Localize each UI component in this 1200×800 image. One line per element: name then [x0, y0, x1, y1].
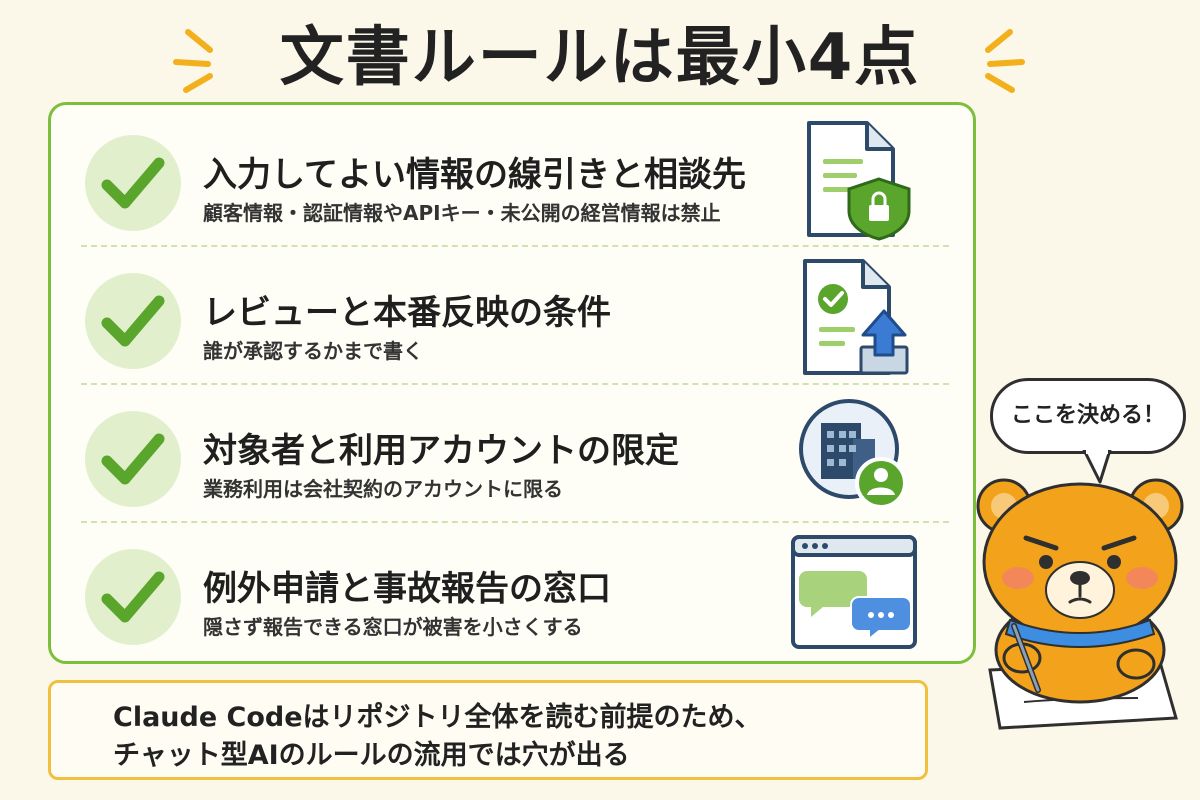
bubble-tail: [1082, 450, 1112, 484]
rule-desc: 誰が承認するかまで書く: [203, 339, 423, 363]
document-approve-upload-icon: [803, 259, 909, 375]
rule-title: 入力してよい情報の線引きと相談先: [203, 155, 746, 195]
rule-item-3: 対象者と利用アカウントの限定 業務利用は会社契約のアカウントに限る: [51, 385, 973, 523]
rule-title: 例外申請と事故報告の窓口: [203, 569, 611, 609]
spark-left-icon: [173, 29, 213, 93]
rule-item-2: レビューと本番反映の条件 誰が承認するかまで書く: [51, 247, 973, 385]
spark-right-icon: [985, 29, 1025, 93]
note-line-2: チャット型AIのルールの流用では穴が出る: [113, 740, 630, 771]
company-user-icon: [799, 399, 907, 509]
rule-item-4: 例外申請と事故報告の窓口 隠さず報告できる窓口が被害を小さくする: [51, 523, 973, 661]
rule-title: レビューと本番反映の条件: [203, 293, 611, 333]
check-icon: [85, 273, 181, 369]
check-icon: [85, 411, 181, 507]
note-box: Claude Codeはリポジトリ全体を読む前提のため、 チャット型AIのルール…: [48, 680, 928, 780]
rule-desc: 隠さず報告できる窓口が被害を小さくする: [203, 615, 583, 639]
check-icon: [85, 549, 181, 645]
rules-panel: 入力してよい情報の線引きと相談先 顧客情報・認証情報やAPIキー・未公開の経営情…: [48, 102, 976, 664]
bear-mascot-icon: [976, 478, 1184, 730]
rule-desc: 業務利用は会社契約のアカウントに限る: [203, 477, 563, 501]
speech-bubble: ここを決める！: [990, 378, 1186, 454]
check-icon: [85, 135, 181, 231]
rule-title: 対象者と利用アカウントの限定: [203, 431, 679, 471]
page-title: 文書ルールは最小4点: [279, 21, 921, 95]
chat-window-icon: [791, 535, 917, 649]
rule-desc: 顧客情報・認証情報やAPIキー・未公開の経営情報は禁止: [203, 201, 721, 225]
note-line-1: Claude Codeはリポジトリ全体を読む前提のため、: [113, 702, 762, 733]
rule-item-1: 入力してよい情報の線引きと相談先 顧客情報・認証情報やAPIキー・未公開の経営情…: [51, 109, 973, 247]
document-lock-icon: [807, 121, 911, 241]
